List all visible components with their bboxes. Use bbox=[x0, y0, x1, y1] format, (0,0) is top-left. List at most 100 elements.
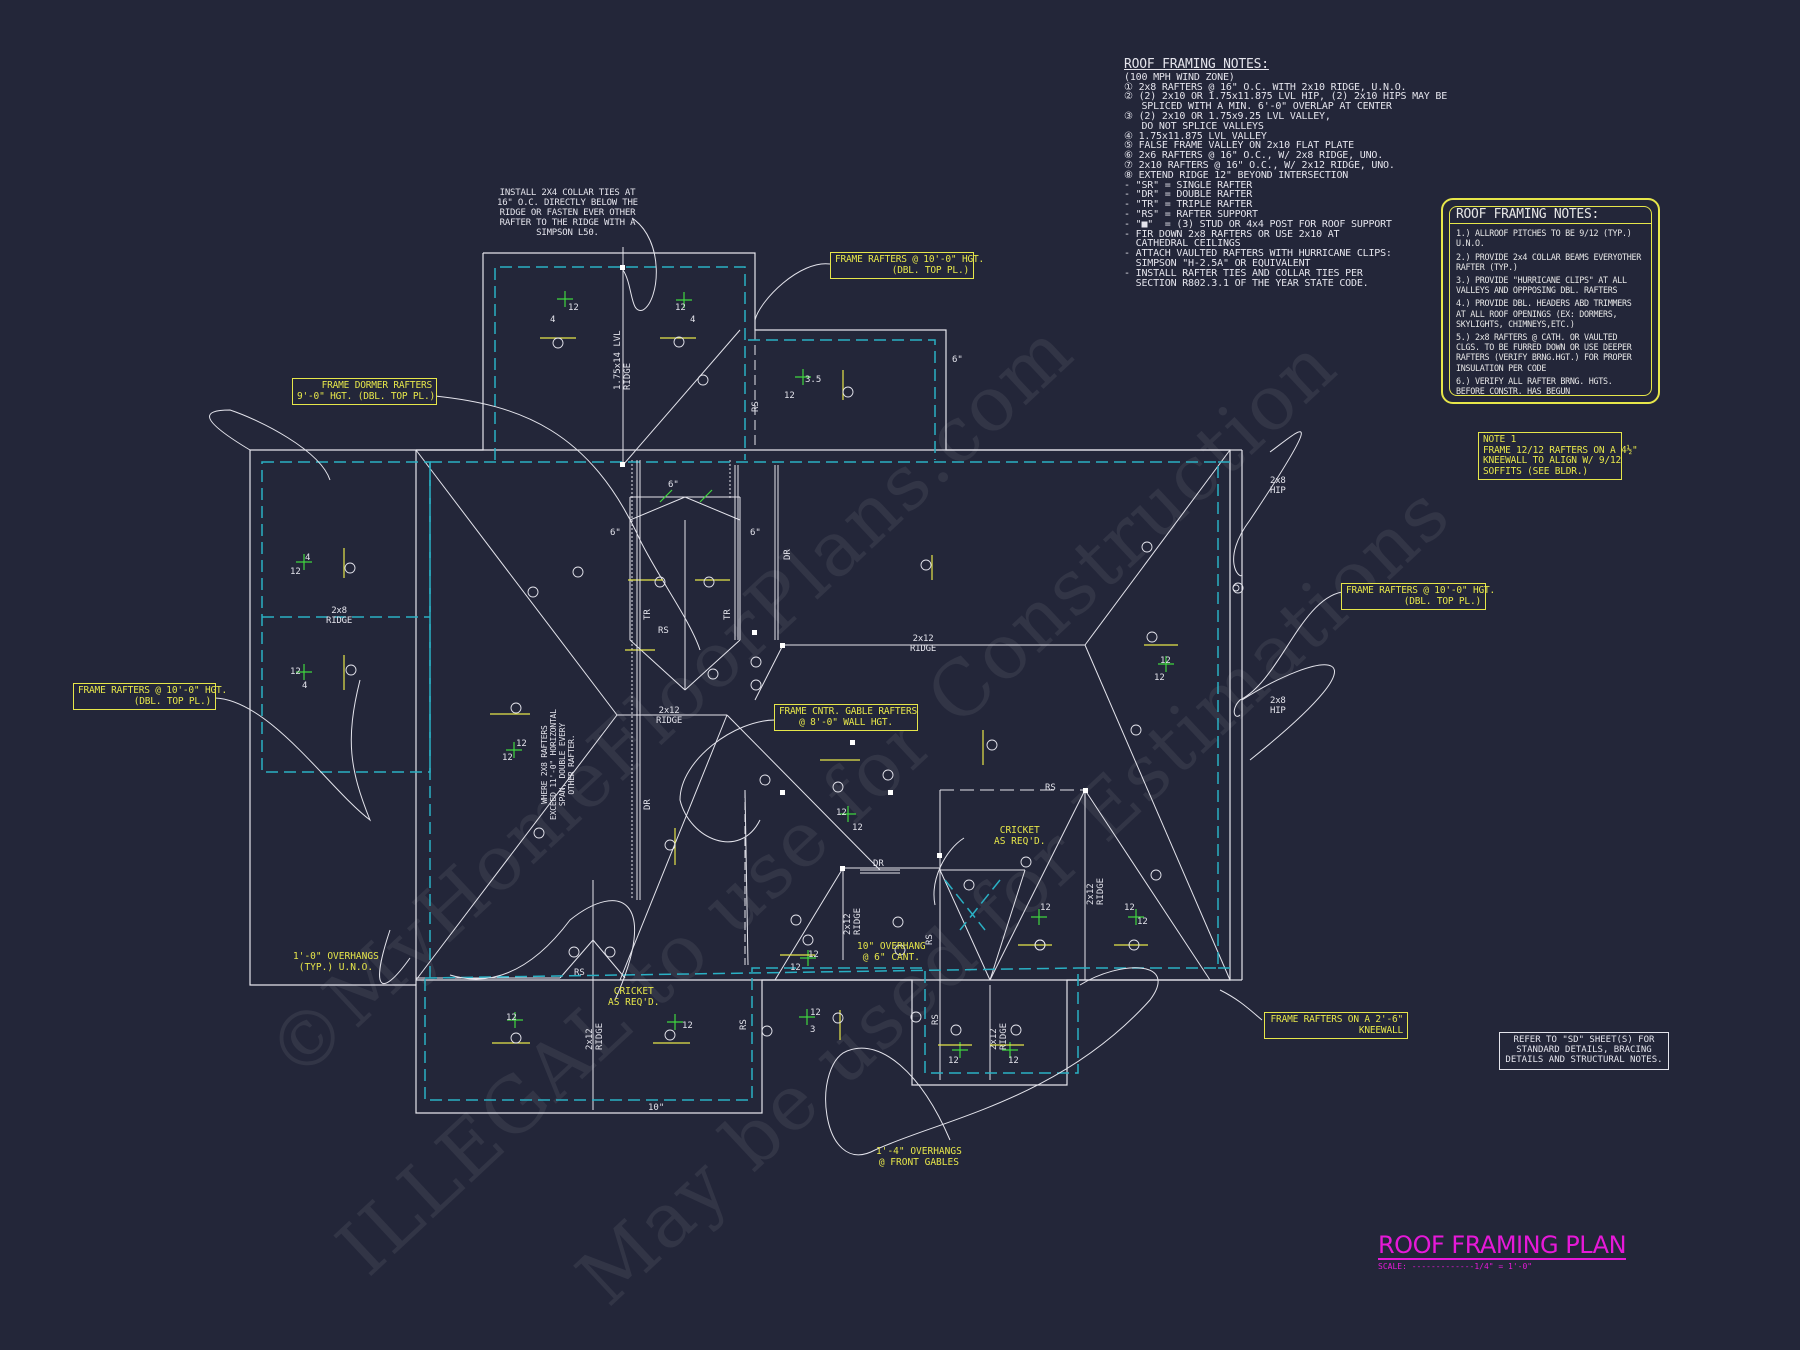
mark-dr-2: DR bbox=[783, 549, 793, 560]
mark-dim-1: 6" bbox=[952, 355, 963, 365]
mark-pitch-25: 12 bbox=[808, 950, 819, 960]
notes-main-line: (100 MPH WIND ZONE) bbox=[1124, 71, 1235, 83]
mark-dim-3: 6" bbox=[610, 528, 621, 538]
plan-marks: RS RS RS DR 12 4 12 4 3.5 12 12 4 12 4 1… bbox=[290, 303, 1171, 1113]
notes-main-line: - FIR DOWN 2x8 RAFTERS OR USE 2x10 AT bbox=[1124, 228, 1340, 240]
mark-rs-6: RS bbox=[739, 1019, 749, 1030]
mark-pitch-1: 12 bbox=[568, 303, 579, 313]
label-overhang-typ: 1'-0" OVERHANGS (TYP.) U.N.O. bbox=[293, 951, 379, 973]
notes-box-item: 6.) VERIFY ALL RAFTER BRNG. HGTS. BEFORE… bbox=[1456, 375, 1613, 397]
label-overhang-10: 10" OVERHANG @ 6" CANT. bbox=[857, 941, 926, 963]
label-ridge-center: 2x12 RIDGE bbox=[910, 634, 937, 654]
mark-dim-4: 6" bbox=[750, 528, 761, 538]
notes-box-item: 4.) PROVIDE DBL. HEADERS ABD TRIMMERS AT… bbox=[1456, 298, 1632, 329]
mark-lvl-ridge: 1.75x14 LVLRIDGE bbox=[613, 330, 633, 390]
mark-rs-1: RS bbox=[658, 626, 669, 636]
mark-pitch-27: 12 bbox=[1008, 1056, 1019, 1066]
roof-framing-notes-box: ROOF FRAMING NOTES: 1.) ALLROOF PITCHES … bbox=[1441, 198, 1660, 404]
notes-main-line: ③ (2) 2x10 OR 1.75x9.25 LVL VALLEY, bbox=[1124, 110, 1331, 122]
notes-main-line: - ATTACH VAULTED RAFTERS WITH HURRICANE … bbox=[1124, 248, 1392, 260]
circled-marks bbox=[344, 336, 1244, 1044]
notes-main-line: - "TR" = TRIPLE RAFTER bbox=[1124, 199, 1253, 211]
notes-main-line: ⑦ 2x10 RAFTERS @ 16" O.C., W/ 2x12 RIDGE… bbox=[1124, 159, 1395, 171]
mark-pitch-21: 12 bbox=[682, 1021, 693, 1031]
mark-dr-1: DR bbox=[873, 859, 884, 869]
label-cricket-2: CRICKET AS REQ'D. bbox=[994, 825, 1046, 847]
mark-ridge-v3: 2x12RIDGE bbox=[585, 1023, 605, 1050]
notes-main-line: SECTION R802.3.1 OF THE YEAR STATE CODE. bbox=[1124, 277, 1369, 289]
mark-rs-7: RS bbox=[931, 1014, 941, 1025]
mark-pitch-3: 12 bbox=[675, 303, 686, 313]
mark-rs-4: RS bbox=[751, 401, 761, 412]
rafter-arrows bbox=[343, 337, 1178, 1046]
notes-box-item: 1.) ALLROOF PITCHES TO BE 9/12 (TYP.) U.… bbox=[1456, 228, 1632, 249]
label-cricket-1: CRICKET AS REQ'D. bbox=[608, 986, 660, 1008]
notes-main-line: ⑥ 2x6 RAFTERS @ 16" O.C., W/ 2x8 RIDGE, … bbox=[1124, 150, 1384, 162]
callout-rafters-top: FRAME RAFTERS @ 10'-0" HGT. (DBL. TOP PL… bbox=[830, 252, 984, 279]
mark-pitch-23: 3 bbox=[810, 1025, 815, 1035]
label-ridge-mid: 2x12 RIDGE bbox=[656, 706, 683, 726]
mark-pitch-5: 3.5 bbox=[805, 375, 821, 385]
mark-ridge-v1: 2x12RIDGE bbox=[843, 908, 863, 935]
notes-main-line: DO NOT SPLICE VALLEYS bbox=[1124, 120, 1264, 132]
notes-main-title: ROOF FRAMING NOTES: bbox=[1124, 57, 1269, 72]
callout-gable: FRAME CNTR. GABLE RAFTERS @ 8'-0" WALL H… bbox=[774, 704, 918, 731]
mark-pitch-2: 4 bbox=[550, 315, 555, 325]
mark-pitch-4: 4 bbox=[690, 315, 695, 325]
mark-ridge-v4: 2x12RIDGE bbox=[989, 1023, 1009, 1050]
leader-lines bbox=[209, 217, 1343, 1156]
plan-scale: SCALE: -------------1/4" = 1'-0" bbox=[1378, 1262, 1533, 1271]
mark-rs-3: RS bbox=[574, 968, 585, 978]
mark-pitch-26: 12 bbox=[948, 1056, 959, 1066]
mark-pitch-18: 12 bbox=[1124, 903, 1135, 913]
notes-main-line: ② (2) 2x10 OR 1.75x11.875 LVL HIP, (2) 2… bbox=[1124, 91, 1448, 103]
pitch-symbols bbox=[296, 291, 1174, 1058]
mark-pitch-7: 12 bbox=[290, 567, 301, 577]
notes-box-title: ROOF FRAMING NOTES: bbox=[1450, 208, 1651, 225]
label-hip-top: 2x8 HIP bbox=[1270, 476, 1286, 496]
building-outline bbox=[249, 252, 1243, 1114]
mark-dr-3: DR bbox=[643, 799, 653, 810]
support-posts bbox=[620, 265, 1088, 871]
notes-main-line: ⑧ EXTEND RIDGE 12" BEYOND INTERSECTION bbox=[1124, 169, 1349, 181]
label-hip-bottom: 2x8 HIP bbox=[1270, 696, 1286, 716]
notes-main-line: SPLICED WITH A MIN. 6'-0" OVERLAP AT CEN… bbox=[1124, 101, 1392, 113]
mark-tr-2: TR bbox=[723, 609, 733, 620]
callout-dormer: FRAME DORMER RAFTERS 9'-0" HGT. (DBL. TO… bbox=[292, 378, 437, 405]
notes-main-line: - "■" = (3) STUD OR 4x4 POST FOR ROOF SU… bbox=[1124, 218, 1392, 230]
mark-dim-5: 10" bbox=[648, 1103, 664, 1113]
callout-rafters-right: FRAME RAFTERS @ 10'-0" HGT. (DBL. TOP PL… bbox=[1341, 583, 1495, 610]
label-overhang-front: 1'-4" OVERHANGS @ FRONT GABLES bbox=[876, 1146, 962, 1168]
notes-main-line: - INSTALL RAFTER TIES AND COLLAR TIES PE… bbox=[1124, 267, 1363, 279]
notes-box-item: 5.) 2x8 RAFTERS @ CATH. OR VAULTED CLGS.… bbox=[1456, 332, 1632, 373]
mark-pitch-9: 12 bbox=[290, 667, 301, 677]
mark-pitch-6: 12 bbox=[784, 391, 795, 401]
mark-rs-5: RS bbox=[925, 934, 935, 945]
notes-main-line: ① 2x8 RAFTERS @ 16" O.C. WITH 2x10 RIDGE… bbox=[1124, 81, 1407, 93]
mark-pitch-12: 12 bbox=[502, 753, 513, 763]
callout-kneewall: FRAME RAFTERS ON A 2'-6" KNEEWALL bbox=[1264, 1012, 1408, 1039]
notes-box-item: 2.) PROVIDE 2x4 COLLAR BEAMS EVERYOTHER … bbox=[1456, 251, 1641, 272]
plan-title: ROOF FRAMING PLAN bbox=[1378, 1231, 1627, 1260]
mark-pitch-22: 12 bbox=[810, 1008, 821, 1018]
mark-pitch-20: 12 bbox=[506, 1013, 517, 1023]
mark-dim-2: 6" bbox=[668, 480, 679, 490]
notes-main-line: - "DR" = DOUBLE RAFTER bbox=[1124, 189, 1253, 201]
notes-main-line: ⑤ FALSE FRAME VALLEY ON 2x10 FLAT PLATE bbox=[1124, 140, 1354, 152]
mark-pitch-15: 12 bbox=[1160, 656, 1171, 666]
mark-pitch-10: 4 bbox=[302, 681, 307, 691]
mark-pitch-14: 12 bbox=[852, 823, 863, 833]
ridge-lines-dbl bbox=[636, 460, 900, 966]
mark-pitch-13: 12 bbox=[836, 808, 847, 818]
label-collar-ties: INSTALL 2X4 COLLAR TIES AT 16" O.C. DIRE… bbox=[497, 188, 638, 238]
rotated-marks: DR DR TR TR RS RS RS RS 1.75x14 LVLRIDGE… bbox=[585, 330, 1106, 1050]
roof-framing-notes-main: ROOF FRAMING NOTES: (100 MPH WIND ZONE) … bbox=[1124, 57, 1448, 289]
notes-main-line: SIMPSON "H-2.5A" OR EQUIVALENT bbox=[1124, 257, 1311, 269]
mark-pitch-11: 12 bbox=[516, 739, 527, 749]
mark-tr-1: TR bbox=[643, 609, 653, 620]
callout-rafters-left: FRAME RAFTERS @ 10'-0" HGT. (DBL. TOP PL… bbox=[73, 683, 227, 710]
mark-ridge-v2: 2x12RIDGE bbox=[1086, 878, 1106, 905]
mark-pitch-16: 12 bbox=[1154, 673, 1165, 683]
notes-main-line: CATHEDRAL CEILINGS bbox=[1124, 238, 1241, 250]
